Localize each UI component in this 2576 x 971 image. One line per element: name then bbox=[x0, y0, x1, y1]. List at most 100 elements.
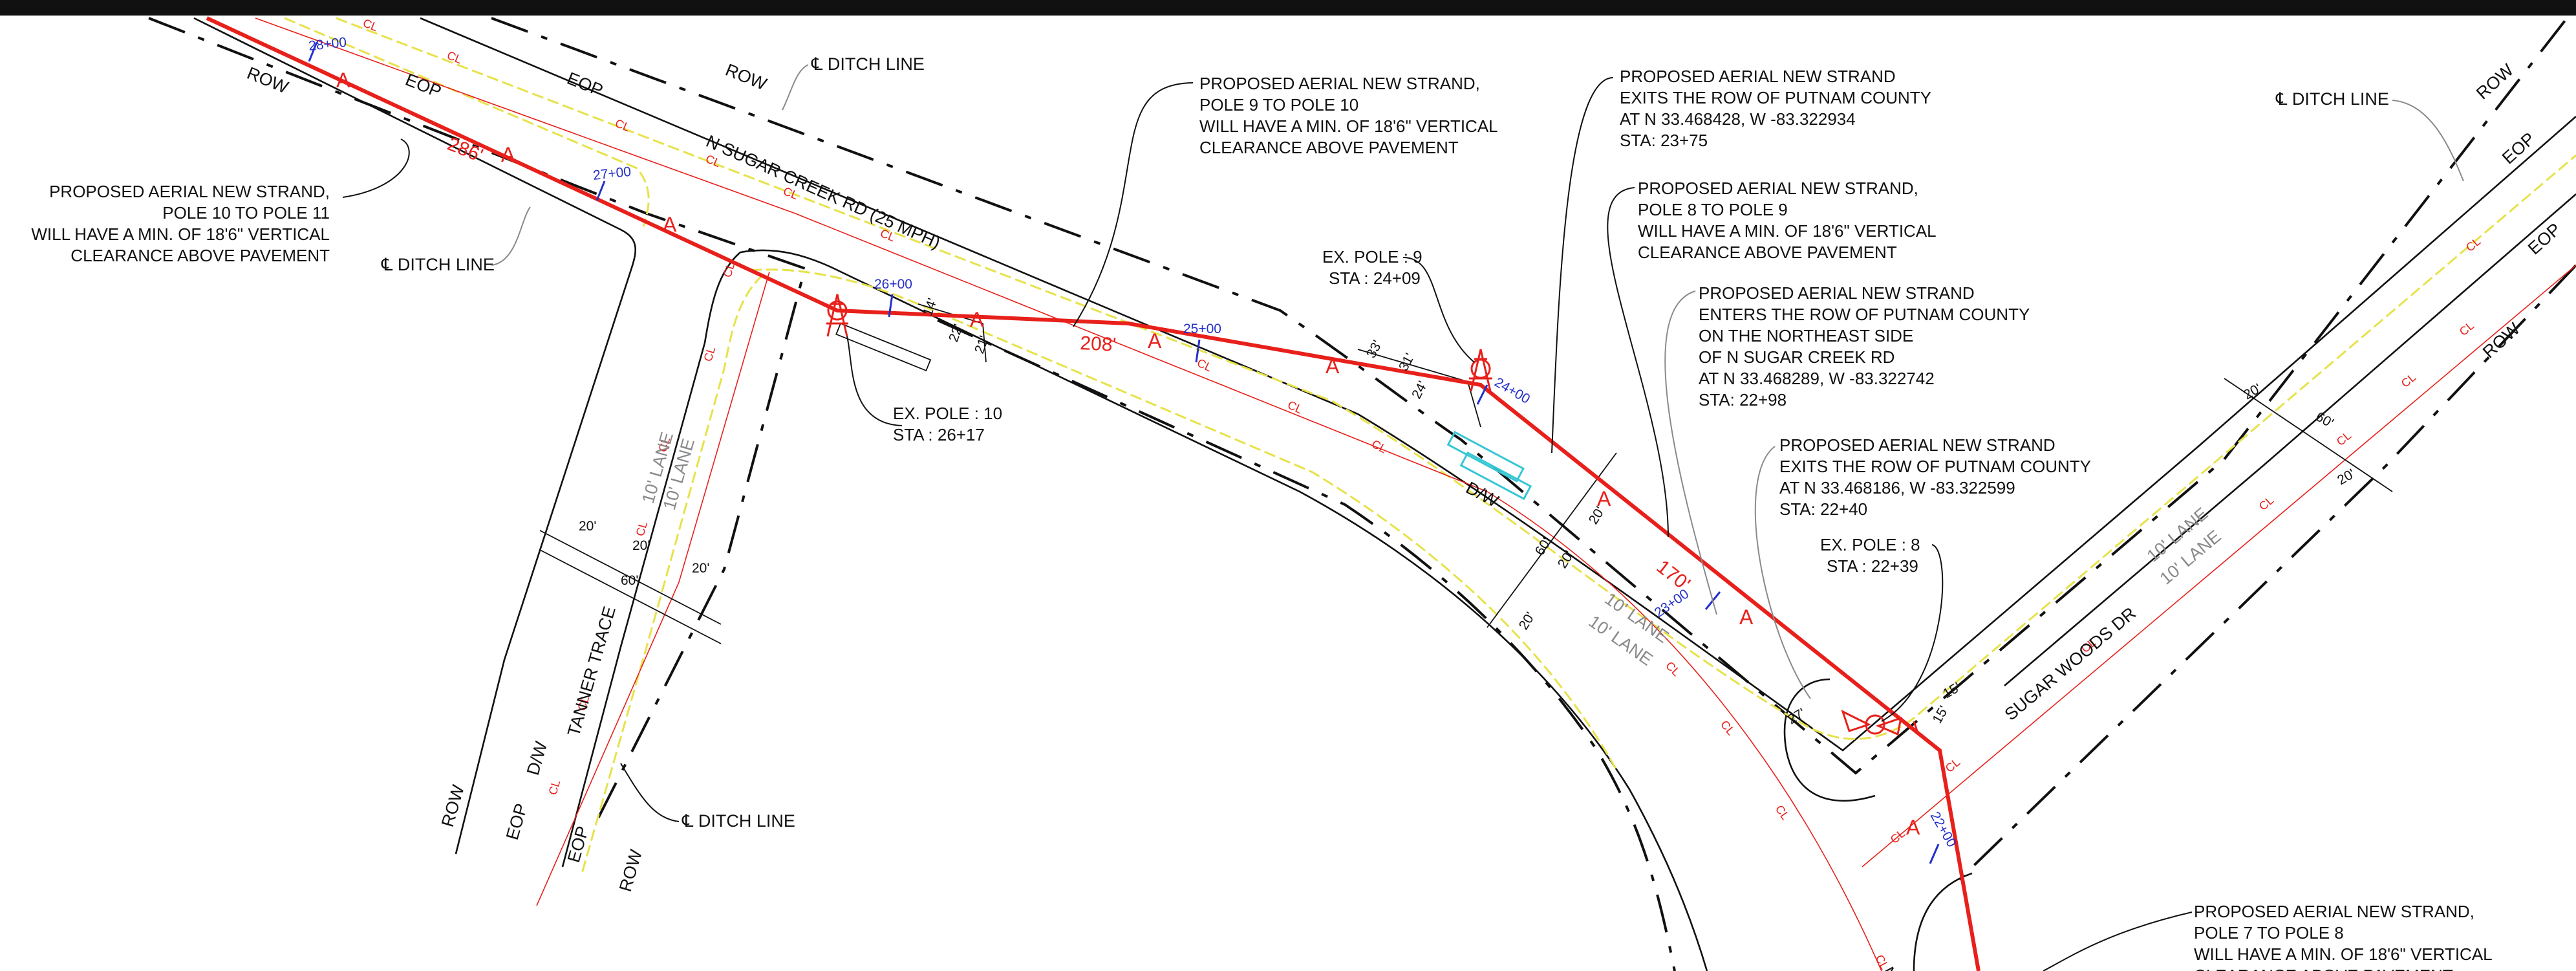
ditch-line-label: ℄ DITCH LINE bbox=[2275, 89, 2389, 109]
station-tick bbox=[308, 41, 318, 62]
callout-line: STA: 23+75 bbox=[1620, 131, 1708, 150]
callout-pole7-8: PROPOSED AERIAL NEW STRAND, POLE 7 TO PO… bbox=[2194, 902, 2493, 971]
span-length-label: 208' bbox=[1080, 333, 1117, 356]
eop-return-radius-south bbox=[1913, 872, 1973, 971]
pole-label: STA : 22+39 bbox=[1827, 556, 1918, 576]
callout-line: PROPOSED AERIAL NEW STRAND, bbox=[1199, 74, 1480, 93]
dimension-label: 20' bbox=[692, 561, 709, 576]
pole-label: STA : 24+09 bbox=[1329, 268, 1421, 288]
callout-line: OF N SUGAR CREEK RD bbox=[1699, 347, 1894, 367]
driveway-pad bbox=[835, 322, 932, 372]
strand-tag: A bbox=[1597, 487, 1611, 510]
pole-10-symbol bbox=[826, 294, 848, 337]
ditch-leaders bbox=[491, 64, 2464, 822]
road-name-bottom: N S bbox=[1878, 964, 1909, 971]
pole-9-label: EX. POLE : 9 STA : 24+09 bbox=[1322, 247, 1422, 288]
callout-enters-row: PROPOSED AERIAL NEW STRAND ENTERS THE RO… bbox=[1699, 283, 2030, 409]
callout-line: WILL HAVE A MIN. OF 18'6" VERTICAL bbox=[2194, 944, 2493, 964]
ditch-leader bbox=[782, 64, 809, 111]
callout-line: AT N 33.468289, W -83.322742 bbox=[1699, 369, 1935, 388]
callout-line: PROPOSED AERIAL NEW STRAND bbox=[1779, 435, 2055, 455]
pole-label: EX. POLE : 10 bbox=[893, 404, 1002, 423]
dim-line-main bbox=[1487, 452, 1617, 628]
callout-line: EXITS THE ROW OF PUTNAM COUNTY bbox=[1779, 457, 2091, 476]
callout-line: AT N 33.468186, W -83.322599 bbox=[1779, 478, 2015, 497]
pole-8-symbol bbox=[1841, 710, 1918, 736]
callout-line: PROPOSED AERIAL NEW STRAND, bbox=[1638, 179, 1918, 198]
callout-pole10-11: PROPOSED AERIAL NEW STRAND, POLE 10 TO P… bbox=[31, 182, 330, 265]
ditch-leader bbox=[2392, 100, 2464, 182]
callout-leader-pole10-11 bbox=[342, 138, 410, 198]
callout-line: PROPOSED AERIAL NEW STRAND bbox=[1620, 67, 1896, 86]
centerlines bbox=[255, 17, 2576, 971]
callout-line: POLE 10 TO POLE 11 bbox=[162, 203, 330, 223]
callout-leader-pole7-8 bbox=[2043, 911, 2193, 971]
top-border bbox=[0, 0, 2576, 16]
strand-tag: A bbox=[970, 308, 984, 331]
strand-tag: A bbox=[663, 213, 677, 236]
centerline-main bbox=[255, 17, 1882, 971]
pole8-leader bbox=[1881, 544, 1944, 722]
callout-leaders bbox=[342, 77, 2193, 971]
row-line-southeast bbox=[937, 319, 1676, 971]
yellow-line-c bbox=[581, 274, 764, 874]
pole10-leader bbox=[846, 336, 903, 426]
station-tick bbox=[1476, 384, 1488, 405]
eop-line-a bbox=[193, 17, 636, 855]
strand-tag: A bbox=[1326, 355, 1340, 378]
callout-line: WILL HAVE A MIN. OF 18'6" VERTICAL bbox=[31, 224, 330, 244]
ditch-leader bbox=[620, 763, 680, 822]
dimension-label: 60' bbox=[621, 573, 638, 588]
yellow-line-d bbox=[336, 17, 2576, 740]
row-line-east bbox=[1958, 264, 2576, 881]
callout-leader-enters-row bbox=[1664, 290, 1717, 615]
pole-label: STA : 26+17 bbox=[893, 425, 985, 444]
proposed-aerial-strand bbox=[206, 16, 1980, 971]
callout-line: PROPOSED AERIAL NEW STRAND bbox=[1699, 283, 1975, 303]
callout-line: ON THE NORTHEAST SIDE bbox=[1699, 326, 1913, 345]
dim-line-tanner bbox=[539, 549, 722, 644]
callout-line: CLEARANCE ABOVE PAVEMENT bbox=[2194, 966, 2453, 971]
callout-pole8-9: PROPOSED AERIAL NEW STRAND, POLE 8 TO PO… bbox=[1638, 179, 1937, 262]
station-tick bbox=[1195, 339, 1201, 363]
strand-tag: A bbox=[501, 143, 515, 166]
dim-line-tanner bbox=[539, 530, 722, 625]
callout-line: POLE 7 TO POLE 8 bbox=[2194, 923, 2344, 943]
callout-line: STA: 22+40 bbox=[1779, 499, 1867, 519]
callout-line: CLEARANCE ABOVE PAVEMENT bbox=[70, 246, 330, 265]
strand-tag: A bbox=[1739, 606, 1754, 629]
station-ticks bbox=[308, 41, 1940, 864]
callout-line: ENTERS THE ROW OF PUTNAM COUNTY bbox=[1699, 305, 2030, 324]
strand-tag: A bbox=[1148, 329, 1162, 353]
edge-of-pavement-lines bbox=[193, 17, 2576, 971]
strand-tag: A bbox=[1906, 816, 1920, 839]
row-line-south bbox=[148, 17, 807, 819]
callout-line: CLEARANCE ABOVE PAVEMENT bbox=[1638, 243, 1897, 262]
callout-leader-exits-row-b bbox=[1754, 446, 1811, 699]
pole-guy-icon bbox=[1841, 710, 1918, 736]
strand-tag: A bbox=[336, 69, 350, 92]
station-tick bbox=[596, 180, 606, 201]
pole-label: EX. POLE : 8 bbox=[1820, 535, 1920, 554]
callout-leader-pole9-10 bbox=[1073, 82, 1194, 327]
ditch-line-label: ℄ DITCH LINE bbox=[682, 811, 795, 831]
dim-line-east bbox=[2224, 378, 2393, 492]
eop-line-east bbox=[2004, 193, 2576, 686]
yellow-line-a bbox=[284, 17, 650, 227]
centerline-sugar-woods bbox=[1862, 265, 2576, 867]
pole-icon bbox=[827, 300, 848, 321]
callout-line: PROPOSED AERIAL NEW STRAND, bbox=[2194, 902, 2474, 921]
pole9-leader bbox=[1402, 257, 1475, 363]
dimension-label: 20' bbox=[632, 538, 650, 553]
ditch-line-label: ℄ DITCH LINE bbox=[811, 54, 925, 74]
right-of-way-lines bbox=[148, 17, 2576, 971]
yellow-line-b bbox=[749, 268, 1618, 770]
span-lengths: 286' 208' 170' bbox=[444, 133, 1694, 595]
callout-line: POLE 9 TO POLE 10 bbox=[1199, 95, 1358, 115]
callout-line: WILL HAVE A MIN. OF 18'6" VERTICAL bbox=[1638, 221, 1937, 241]
station-tick bbox=[888, 294, 894, 318]
yellow-lane-lines bbox=[284, 17, 2576, 874]
eop-return-radius bbox=[1783, 678, 1876, 802]
callout-line: PROPOSED AERIAL NEW STRAND, bbox=[49, 182, 330, 201]
dimension-label: 20' bbox=[579, 519, 596, 534]
